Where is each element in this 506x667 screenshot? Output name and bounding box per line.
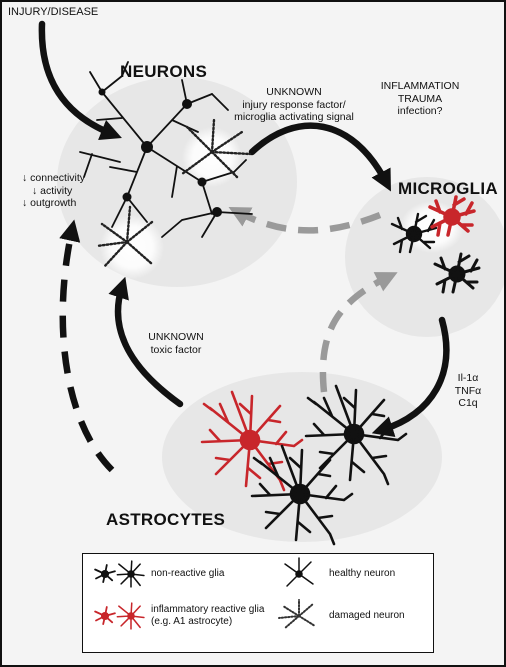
activating-signal-label: UNKNOWN injury response factor/ microgli… — [228, 86, 360, 124]
inflammation-label: INFLAMMATION TRAUMA infection? — [370, 80, 470, 118]
injury-label: INJURY/DISEASE — [8, 6, 99, 18]
microglia-to-astrocytes-arrow — [371, 316, 450, 437]
toxic-factor-line-2: toxic factor — [150, 343, 202, 356]
neuron-somas — [98, 88, 222, 217]
legend-damaged-neuron-icon — [278, 599, 316, 629]
legend-non-reactive-label: non-reactive glia — [151, 568, 225, 579]
toxic-factor-arrow — [108, 276, 184, 408]
legend-reactive-line-1: inflammatory reactive glia — [151, 604, 265, 615]
inflammation-line-1: INFLAMMATION — [380, 80, 460, 92]
legend-astrocyte-icon — [116, 560, 145, 588]
astrocytes-dashed-arrow — [59, 219, 115, 473]
cytokine-il1a: Il-1α — [457, 372, 479, 384]
astrocytes-to-microglia-arrow — [319, 272, 398, 393]
legend-reactive-astrocyte-icon — [116, 602, 145, 630]
cytokine-tnfa: TNFα — [454, 384, 482, 397]
damaged-neurons — [95, 118, 252, 269]
inflammation-line-3: infection? — [397, 105, 443, 117]
neurons-title: NEURONS — [120, 62, 208, 81]
cytokines-label: Il-1α TNFα C1q — [444, 372, 492, 410]
astrocytes-title: ASTROCYTES — [106, 510, 226, 529]
microglia-shadow — [345, 177, 504, 337]
toxic-factor-line-1: UNKNOWN — [148, 331, 204, 343]
activating-signal-line-1: UNKNOWN — [266, 86, 322, 98]
legend-microglia-icon — [94, 564, 116, 584]
effects-activity: ↓ activity — [32, 184, 73, 197]
activating-signal-line-3: microglia activating signal — [234, 111, 354, 123]
injury-arrow — [38, 20, 122, 140]
microglia-title: MICROGLIA — [398, 179, 498, 198]
legend-healthy-neuron-icon — [284, 557, 314, 587]
legend-icons — [94, 557, 316, 630]
inflammation-line-2: TRAUMA — [397, 92, 443, 105]
effects-outgrowth: ↓ outgrowth — [22, 197, 77, 209]
legend-reactive-microglia-icon — [94, 606, 116, 626]
cytokine-c1q: C1q — [458, 397, 478, 409]
legend-reactive-line-2: (e.g. A1 astrocyte) — [151, 616, 233, 627]
neuron-effects-label: ↓ connectivity ↓ activity ↓ outgrowth — [22, 172, 85, 210]
legend-box: non-reactive glia inflammatory reactive … — [82, 553, 434, 653]
toxic-factor-label: UNKNOWN toxic factor — [134, 331, 218, 356]
activating-signal-line-2: injury response factor/ — [242, 98, 346, 111]
effects-connectivity: ↓ connectivity — [22, 172, 86, 184]
neurons-to-microglia-arrow — [248, 122, 391, 192]
legend-damaged-label: damaged neuron — [329, 610, 405, 621]
legend-healthy-label: healthy neuron — [329, 568, 396, 579]
microglia-feedback-arrow — [228, 206, 382, 234]
legend-reactive-label: inflammatory reactive glia (e.g. A1 astr… — [151, 604, 264, 628]
healthy-neurons — [79, 61, 253, 238]
